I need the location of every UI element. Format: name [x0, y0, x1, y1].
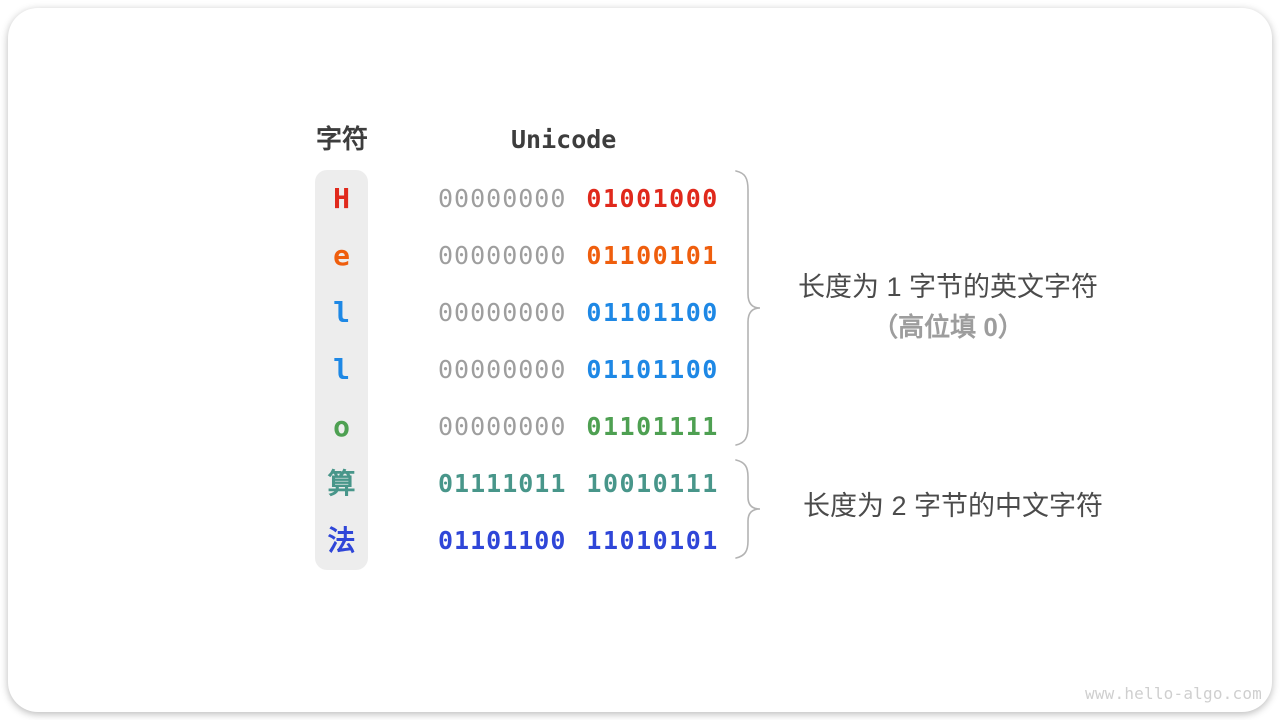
byte-high: 01111011	[438, 469, 567, 498]
byte-low: 01100101	[586, 241, 719, 270]
byte-high: 00000000	[438, 184, 567, 213]
brace-english-group	[735, 170, 761, 452]
annotation-subline: （高位填 0）	[872, 312, 1024, 342]
annotation-chinese-chars: 长度为 2 字节的中文字符	[763, 486, 1143, 526]
unicode-bits: 00000000 01101111	[438, 410, 719, 444]
annotation-english-chars: 长度为 1 字节的英文字符 （高位填 0）	[763, 267, 1133, 347]
unicode-bits: 00000000 01101100	[438, 296, 719, 330]
byte-low: 10010111	[586, 469, 719, 498]
table-row: H 00000000 01001000	[8, 182, 1280, 216]
char-cell: l	[333, 296, 350, 329]
unicode-bits: 01111011 10010111	[438, 467, 719, 501]
byte-high: 00000000	[438, 241, 567, 270]
byte-low: 01101111	[586, 412, 719, 441]
table-row: l 00000000 01101100	[8, 296, 1280, 330]
unicode-bits: 01101100 11010101	[438, 524, 719, 558]
char-cell: l	[333, 353, 350, 386]
char-cell: e	[333, 239, 350, 272]
byte-low: 11010101	[586, 526, 719, 555]
byte-low: 01001000	[586, 184, 719, 213]
diagram-card: 字符 Unicode H 00000000 01001000 e 0000000…	[8, 8, 1272, 712]
byte-high: 00000000	[438, 355, 567, 384]
char-cell: o	[333, 410, 350, 443]
annotation-line: 长度为 2 字节的中文字符	[802, 491, 1104, 521]
character-column-background	[315, 170, 368, 570]
byte-low: 01101100	[586, 355, 719, 384]
unicode-bits: 00000000 01001000	[438, 182, 719, 216]
unicode-bits: 00000000 01101100	[438, 353, 719, 387]
table-row: l 00000000 01101100	[8, 353, 1280, 387]
byte-high: 01101100	[438, 526, 567, 555]
annotation-line: 长度为 1 字节的英文字符	[797, 272, 1099, 302]
unicode-bits: 00000000 01100101	[438, 239, 719, 273]
column-header-unicode: Unicode	[511, 125, 617, 154]
byte-high: 00000000	[438, 298, 567, 327]
char-cell: 法	[327, 524, 356, 557]
byte-high: 00000000	[438, 412, 567, 441]
brace-chinese-group	[735, 459, 761, 565]
watermark-url: www.hello-algo.com	[1085, 684, 1262, 703]
char-cell: H	[333, 182, 350, 215]
table-row: o 00000000 01101111	[8, 410, 1280, 444]
column-header-character: 字符	[315, 124, 368, 154]
table-row: e 00000000 01100101	[8, 239, 1280, 273]
table-row: 法 01101100 11010101	[8, 524, 1280, 558]
table-row: 算 01111011 10010111	[8, 467, 1280, 501]
char-cell: 算	[327, 467, 356, 500]
byte-low: 01101100	[586, 298, 719, 327]
